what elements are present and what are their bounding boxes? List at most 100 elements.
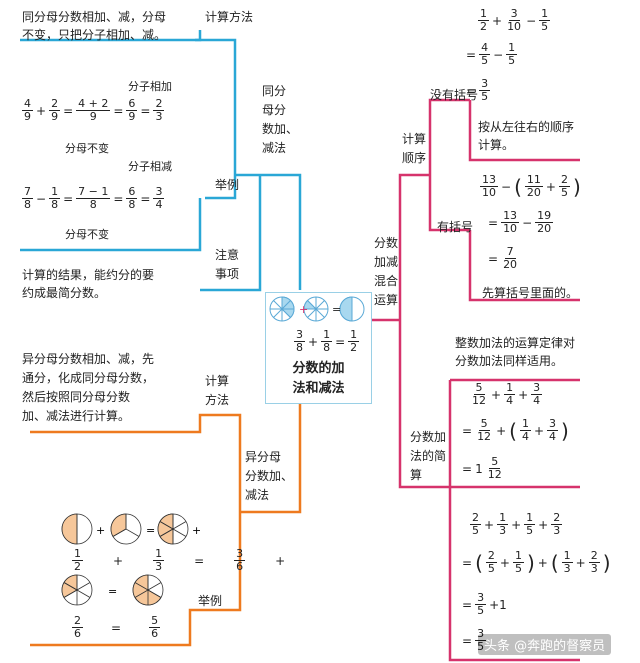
no-paren-description: 按从左往右的顺序 计算。 (478, 120, 575, 152)
calc-order-label: 计算 顺序 (402, 132, 427, 165)
fraction-circles-diagram: + = + = (61, 513, 200, 606)
different-denominator-rule-text: 异分母分数相加、减，先 通分，化成同分母分数， 然后按照同分母分数 加、减法进行… (22, 352, 155, 423)
svg-text:+: + (299, 303, 308, 316)
example-label-bottom: 举例 (198, 594, 223, 608)
circle-diagram: + = (269, 296, 365, 322)
with-parentheses-label: 有括号 (437, 220, 474, 234)
calc-method-label-bottom: 计算 方法 (205, 374, 230, 407)
same-denominator-rule-text: 同分母分数相加、减，分母 不变，只把分子相加、减。 (22, 10, 167, 42)
svg-text:=: = (146, 524, 155, 537)
center-title: 分数的加 法和减法 (292, 361, 345, 396)
pink-branch-line (345, 98, 580, 662)
different-denominator-branch-label: 异分母 分数加、 减法 (245, 450, 294, 502)
paren-description: 先算括号里面的。 (482, 286, 579, 300)
svg-text:+: + (192, 524, 200, 537)
sub-note-top: 分子相减 (128, 160, 172, 173)
svg-text:=: = (108, 585, 117, 598)
watermark: 头条 @奔跑的督察员 (478, 634, 612, 655)
add-note-top: 分子相加 (128, 80, 172, 93)
simplify-label: 分数加 法的简 算 (410, 430, 447, 482)
mixed-operations-branch-label: 分数 加减 混合 运算 (374, 236, 399, 307)
svg-text:+: + (96, 524, 105, 537)
no-parentheses-label: 没有括号 (430, 88, 479, 102)
law-text: 整数加法的运算定律对 分数加法同样适用。 (455, 336, 576, 368)
orange-branch-line (30, 330, 302, 647)
note-text: 计算的结果，能约分的要 约成最简分数。 (22, 268, 155, 300)
blue-branch-line (20, 38, 302, 292)
example-label-top: 举例 (215, 178, 240, 192)
svg-text:=: = (332, 303, 341, 316)
blue-rule-line (20, 30, 202, 42)
calc-method-label-top: 计算方法 (205, 10, 254, 24)
same-denominator-branch-label: 同分 母分 数加、 减法 (262, 84, 299, 155)
sub-note-bottom: 分母不变 (65, 228, 109, 241)
add-note-bottom: 分母不变 (65, 142, 109, 155)
